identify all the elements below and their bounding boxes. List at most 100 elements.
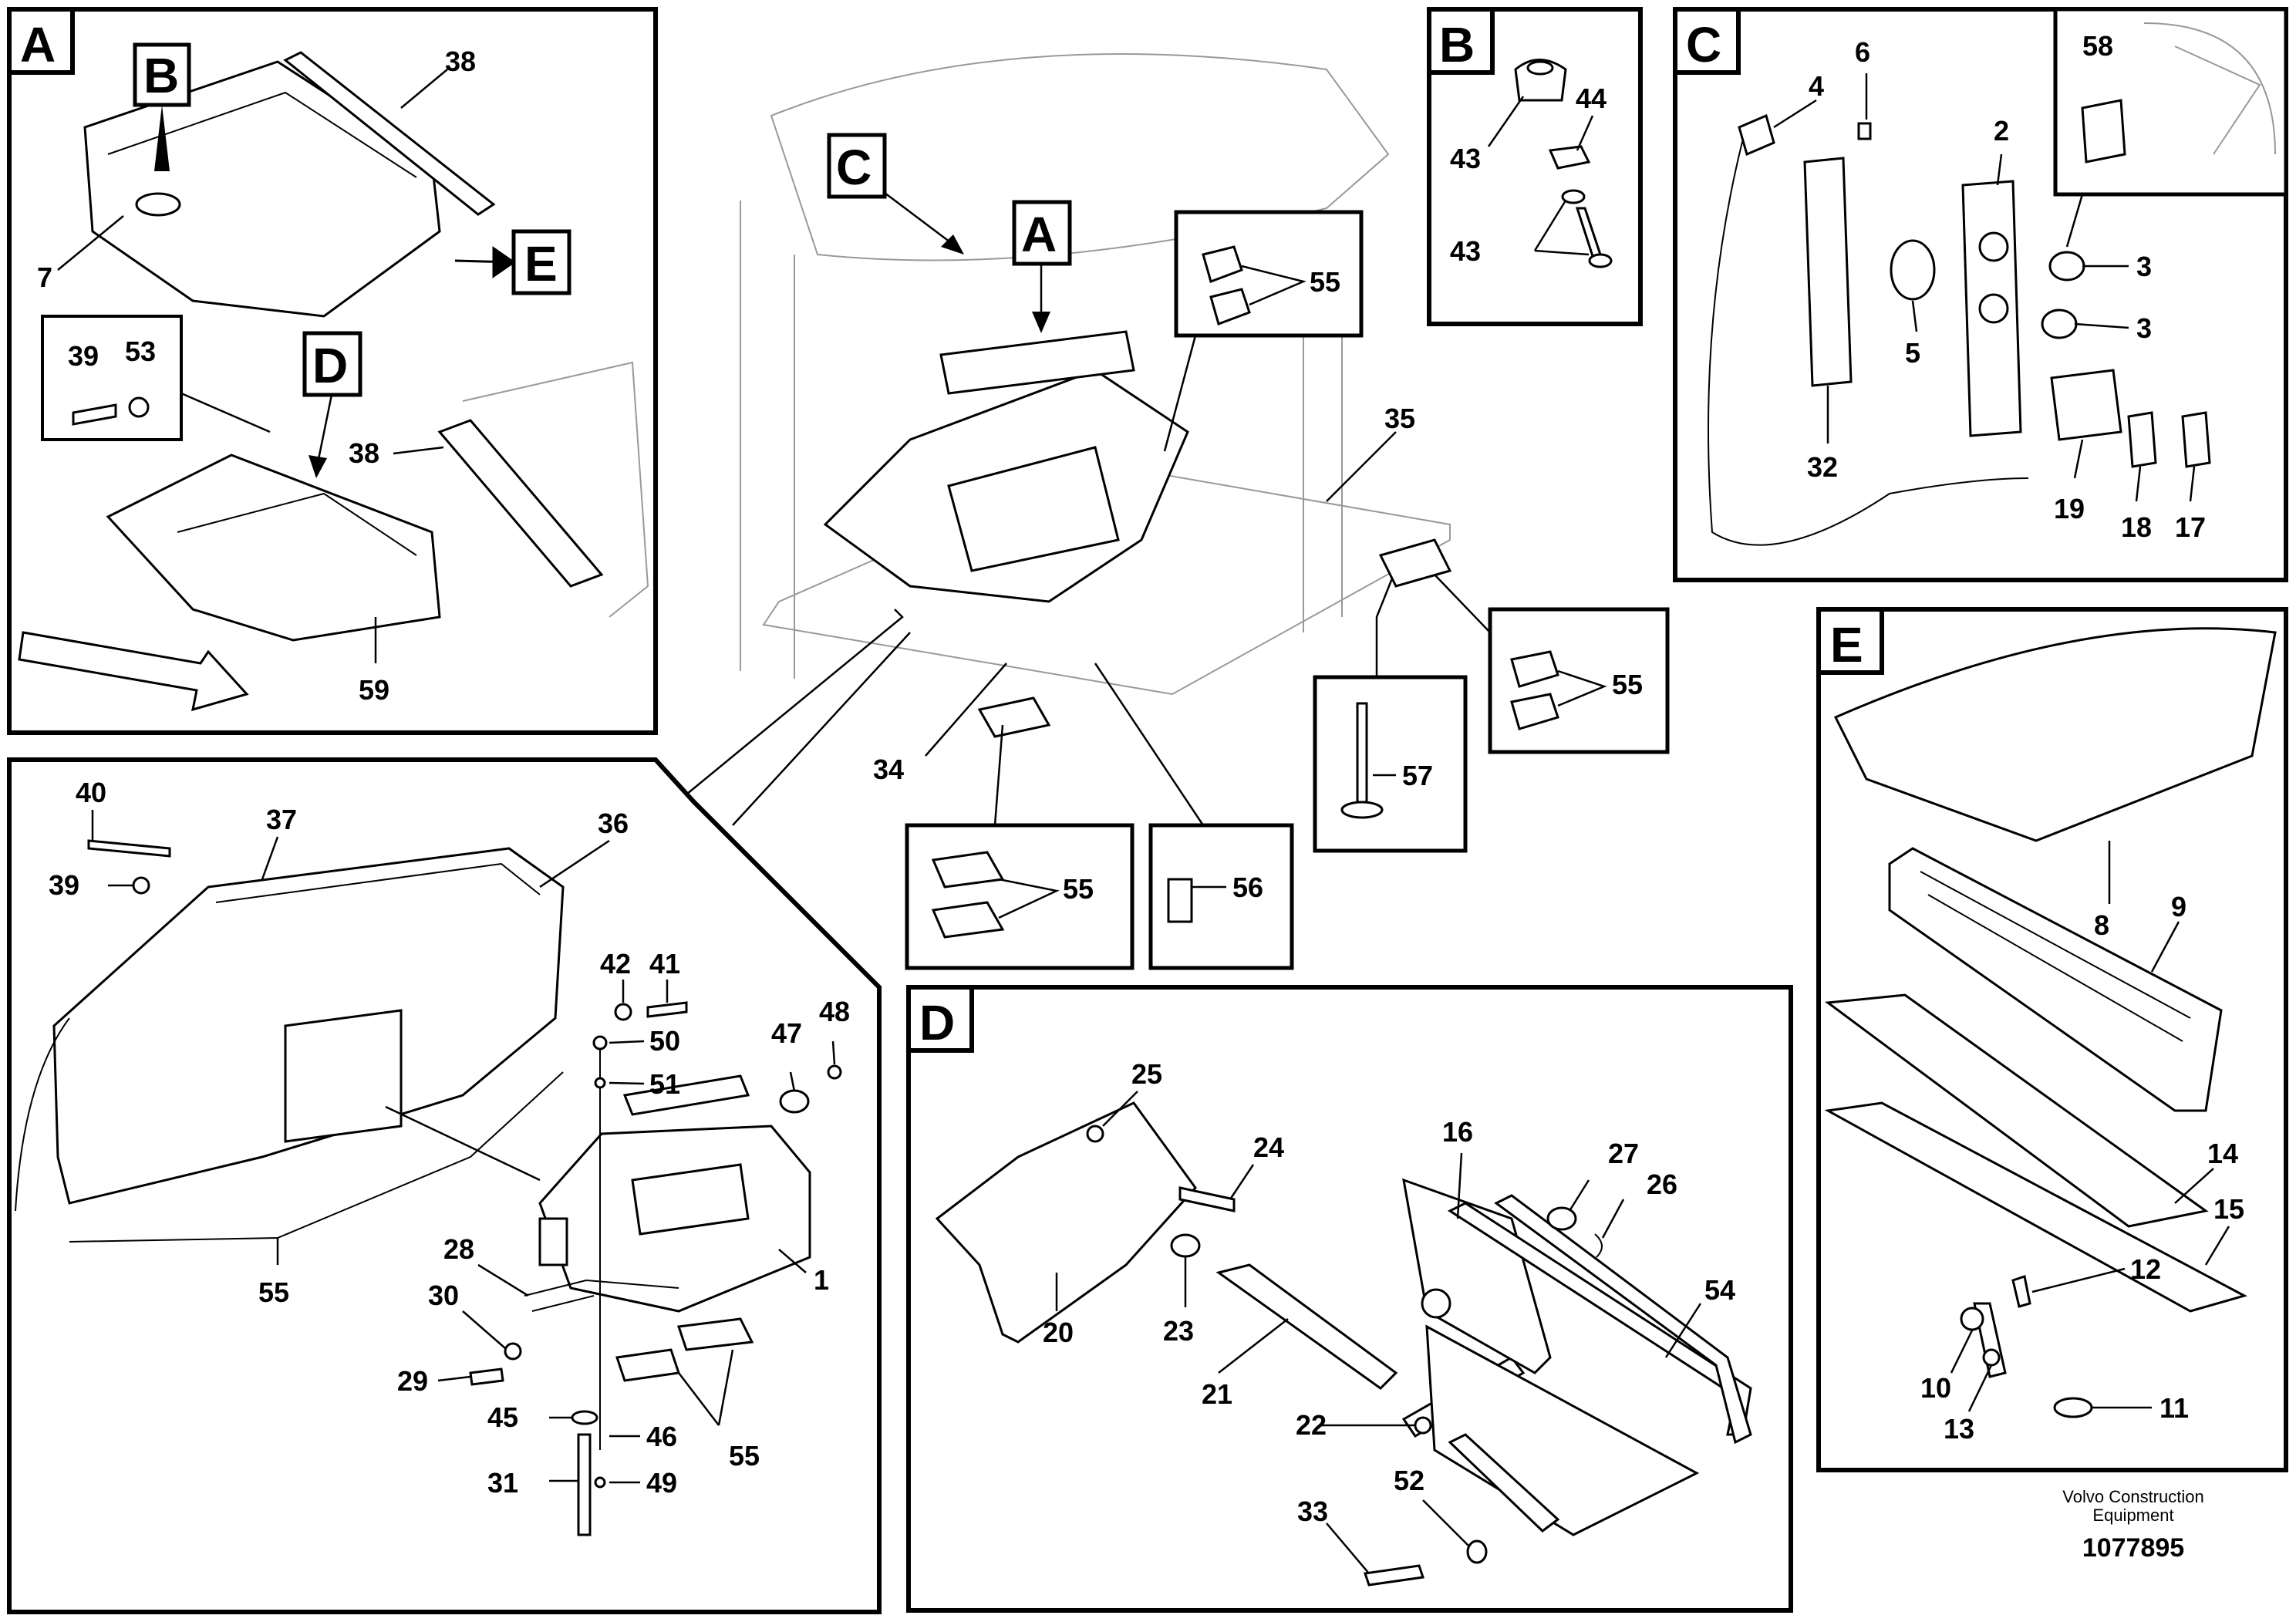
label-4: 4 (1809, 70, 1824, 102)
panel-e-frame (1816, 607, 2288, 1472)
washer-45 (571, 1410, 598, 1425)
main-tag-c-line (884, 192, 957, 248)
clip-26 (1594, 1233, 1603, 1258)
bolt-57-head (1340, 801, 1384, 819)
label-16: 16 (1442, 1116, 1473, 1148)
screw-29 (469, 1367, 504, 1386)
leader-15 (2204, 1226, 2230, 1266)
label-19: 19 (2054, 493, 2085, 524)
washer-27 (1546, 1206, 1577, 1231)
label-49: 49 (646, 1467, 677, 1499)
leader-28 (477, 1263, 529, 1297)
rod-31 (577, 1433, 592, 1536)
label-24: 24 (1253, 1131, 1284, 1163)
inset-pointer (180, 392, 271, 433)
leader-38b (393, 446, 444, 455)
label-50: 50 (649, 1025, 680, 1057)
pipe-28 (524, 1279, 679, 1312)
resistor-block (538, 1217, 568, 1266)
leader-43a (1487, 96, 1525, 147)
leader-51 (609, 1081, 645, 1085)
leader-55-top (1241, 265, 1306, 306)
panel-a-tag-d-letter: D (312, 338, 348, 393)
leader-30 (462, 1310, 506, 1349)
screw-43 (1575, 207, 1602, 258)
main-tag-c (827, 133, 887, 199)
label-23: 23 (1163, 1315, 1194, 1347)
leader-34 (925, 663, 1007, 757)
leader-4 (1773, 99, 1817, 129)
leader-47 (789, 1071, 796, 1092)
grommet-43-hole (1526, 60, 1554, 76)
knob-11 (2053, 1397, 2093, 1418)
leader-13 (1967, 1364, 1993, 1412)
hvac-blower-housing (947, 446, 1120, 572)
label-44: 44 (1576, 83, 1607, 114)
knob-3a (2048, 251, 2085, 282)
box-55-right-pointer (1434, 574, 1491, 633)
panel-2-hole-a (1978, 231, 2009, 262)
screw-48 (827, 1064, 842, 1080)
label-59: 59 (359, 674, 389, 706)
panel-e-letter-box (1816, 607, 1884, 675)
gasket-55h (676, 1317, 754, 1351)
washer-50 (592, 1035, 608, 1050)
bushing-23 (1170, 1233, 1201, 1258)
label-18: 18 (2121, 511, 2152, 543)
cab-pillars-ghost (740, 201, 1343, 679)
tag-b-arrow (154, 105, 170, 171)
leader-2 (1996, 153, 2003, 186)
panel-b-letter-box (1427, 7, 1495, 75)
panel-c-frame (1673, 7, 2288, 582)
label-54: 54 (1704, 1274, 1735, 1306)
label-26: 26 (1647, 1168, 1677, 1200)
drawing-number: 1077895 (2082, 1533, 2184, 1563)
bolt-57-shank (1356, 702, 1368, 804)
panel-b: B 44 43 43 (1427, 7, 1643, 326)
label-48: 48 (819, 996, 850, 1027)
panel-54-body (1425, 1324, 1700, 1536)
leader-27 (1568, 1179, 1590, 1212)
label-30: 30 (428, 1280, 459, 1311)
label-55-top: 55 (1310, 266, 1340, 298)
label-32: 32 (1807, 451, 1838, 483)
screw-43-head (1588, 253, 1613, 268)
panel-16-fitting (1421, 1288, 1451, 1319)
label-15: 15 (2213, 1193, 2244, 1225)
main-tag-a-arrow (1032, 312, 1050, 333)
switch-block-19 (2050, 369, 2122, 441)
leader-9 (2150, 921, 2180, 973)
leader-44 (1576, 115, 1594, 151)
housing-opening (284, 1009, 403, 1143)
leader-55-hvac (678, 1349, 734, 1426)
knob-ghost (2143, 22, 2276, 155)
label-28: 28 (443, 1233, 474, 1265)
bracket-top (622, 1074, 750, 1116)
label-55-right: 55 (1612, 669, 1643, 700)
label-57: 57 (1402, 760, 1433, 791)
nut-51 (594, 1077, 606, 1089)
leader-52 (1422, 1499, 1470, 1547)
vent-bottom (977, 696, 1051, 738)
leader-19 (2073, 439, 2084, 479)
cab-wall-ghost (462, 361, 649, 618)
screw-6 (1857, 122, 1872, 140)
label-25: 25 (1131, 1058, 1162, 1090)
label-5: 5 (1905, 337, 1920, 369)
label-36: 36 (598, 808, 629, 839)
clip-12 (2011, 1275, 2031, 1308)
panel-a-tag-d (302, 331, 362, 397)
panel-a-frame (7, 7, 658, 735)
cover-20 (935, 1101, 1197, 1344)
label-40: 40 (76, 777, 106, 808)
label-55-strip: 55 (258, 1276, 289, 1308)
gasket-55a (1202, 245, 1243, 283)
main-tag-c-arrow (941, 234, 964, 255)
leader-16 (1456, 1152, 1463, 1219)
label-55-hvac: 55 (729, 1440, 760, 1472)
seal-37 (215, 862, 541, 903)
leader-12 (2031, 1267, 2126, 1293)
panel-c-letter: C (1686, 17, 1721, 73)
main-cab-assembly: C A (686, 53, 1670, 970)
gasket-55d (1510, 693, 1559, 730)
